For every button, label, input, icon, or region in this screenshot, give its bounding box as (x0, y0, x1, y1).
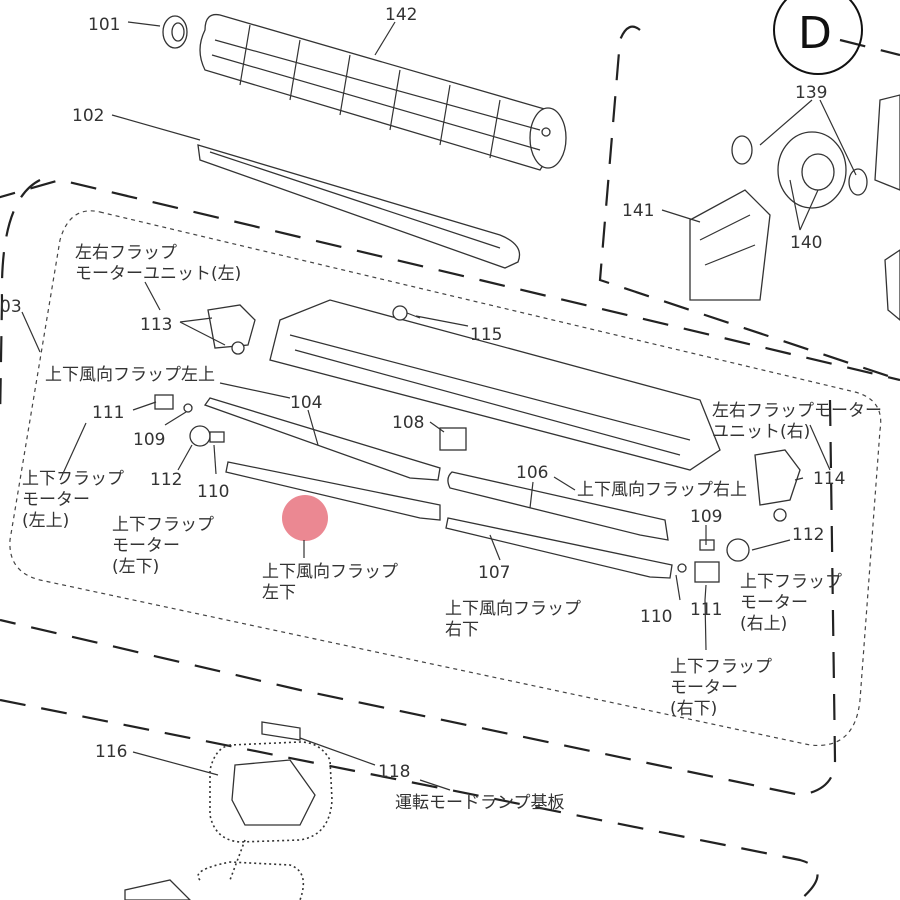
section-d-badge (773, 0, 863, 75)
part-number-111-left: 111 (92, 403, 124, 423)
ud-flap-left-lower-part (225, 461, 441, 521)
ud-flap-motor-right-upper-part (699, 538, 750, 562)
label-ud-flap-motor-rl-1: 上下フラップ (670, 657, 772, 677)
ud-flap-left-upper-part (203, 397, 441, 481)
part-number-140: 140 (790, 233, 822, 253)
part-number-108: 108 (392, 413, 424, 433)
label-lr-flap-motor-right-2: ユニット(右) (712, 422, 810, 442)
label-ud-flap-motor-lu-1: 上下フラップ (22, 469, 124, 489)
label-lr-flap-motor-right-1: 左右フラップモーター (712, 401, 882, 421)
part-number-111-right: 111 (690, 600, 722, 620)
ud-flap-right-upper-part (447, 471, 669, 541)
part-number-103: 03 (0, 297, 22, 317)
part-number-118: 118 (378, 762, 410, 782)
fan-shaft-part (197, 144, 521, 269)
label-lr-flap-motor-left-2: モーターユニット(左) (75, 264, 241, 284)
label-ud-flap-right-lower-2: 右下 (445, 620, 479, 640)
part-number-102: 102 (72, 106, 104, 126)
ud-flap-motor-left-upper-part (154, 394, 193, 413)
label-ud-flap-motor-ll-1: 上下フラップ (112, 515, 214, 535)
label-lr-flap-motor-left-1: 左右フラップ (75, 243, 177, 263)
label-ud-flap-motor-ru-2: モーター (740, 593, 808, 613)
ud-flap-motor-right-lower-part (677, 561, 720, 583)
flap-part-108 (439, 427, 467, 451)
label-ud-flap-motor-rl-2: モーター (670, 678, 738, 698)
fan-motor-part (731, 131, 868, 209)
part-number-142: 142 (385, 5, 417, 25)
right-top-outline (839, 38, 900, 57)
label-ud-flap-motor-ru-1: 上下フラップ (740, 572, 842, 592)
label-ud-flap-motor-ru-3: (右上) (740, 614, 787, 634)
motor-bracket-part (689, 189, 771, 301)
part-number-114: 114 (813, 469, 845, 489)
label-ud-flap-motor-ll-3: (左下) (112, 557, 159, 577)
lower-section-outline (0, 698, 819, 900)
label-ud-flap-motor-rl-3: (右下) (670, 699, 717, 719)
control-box-part (124, 741, 333, 900)
part-number-139: 139 (795, 83, 827, 103)
part-number-109-left: 109 (133, 430, 165, 450)
right-edge-part (874, 94, 900, 321)
leader-lines (21, 21, 857, 791)
crossflow-fan-part (199, 13, 567, 171)
part-number-141: 141 (622, 201, 654, 221)
label-ud-flap-right-lower-1: 上下風向フラップ (445, 599, 581, 619)
part-number-110-left: 110 (197, 482, 229, 502)
bearing-cap-part (162, 15, 188, 49)
label-mode-lamp-board: 運転モードランプ基板 (395, 793, 565, 813)
part-number-113: 113 (140, 315, 172, 335)
highlight-marker (282, 495, 328, 541)
mode-lamp-board-part (261, 721, 301, 741)
label-ud-flap-left-lower-1: 上下風向フラップ (262, 562, 398, 582)
left-arc-outline (0, 179, 41, 421)
part-number-101: 101 (88, 15, 120, 35)
ud-flap-right-lower-part (445, 517, 673, 579)
lr-flap-motor-right-part (754, 449, 801, 522)
part-number-116: 116 (95, 742, 127, 762)
screw-part (392, 305, 421, 321)
part-number-110-right: 110 (640, 607, 672, 627)
section-d-outline (598, 25, 900, 382)
lr-flap-motor-left-part (207, 304, 256, 355)
part-number-106: 106 (516, 463, 548, 483)
ud-flap-motor-left-lower-part (189, 425, 225, 447)
label-ud-flap-motor-lu-2: モーター (22, 490, 90, 510)
flap-group-outline (9, 210, 882, 747)
flap-frame-part (269, 299, 721, 471)
part-number-115: 115 (470, 325, 502, 345)
part-number-112-left: 112 (150, 470, 182, 490)
label-ud-flap-left-lower-2: 左下 (262, 583, 296, 603)
main-section-outline (0, 178, 900, 797)
label-ud-flap-motor-ll-2: モーター (112, 536, 180, 556)
label-ud-flap-motor-lu-3: (左上) (22, 511, 69, 531)
label-ud-flap-left-upper: 上下風向フラップ左上 (45, 365, 215, 385)
part-number-109-right: 109 (690, 507, 722, 527)
label-ud-flap-right-upper: 上下風向フラップ右上 (577, 480, 747, 500)
part-number-107: 107 (478, 563, 510, 583)
part-number-112-right: 112 (792, 525, 824, 545)
section-letter: D (798, 8, 832, 59)
part-number-104: 104 (290, 393, 322, 413)
